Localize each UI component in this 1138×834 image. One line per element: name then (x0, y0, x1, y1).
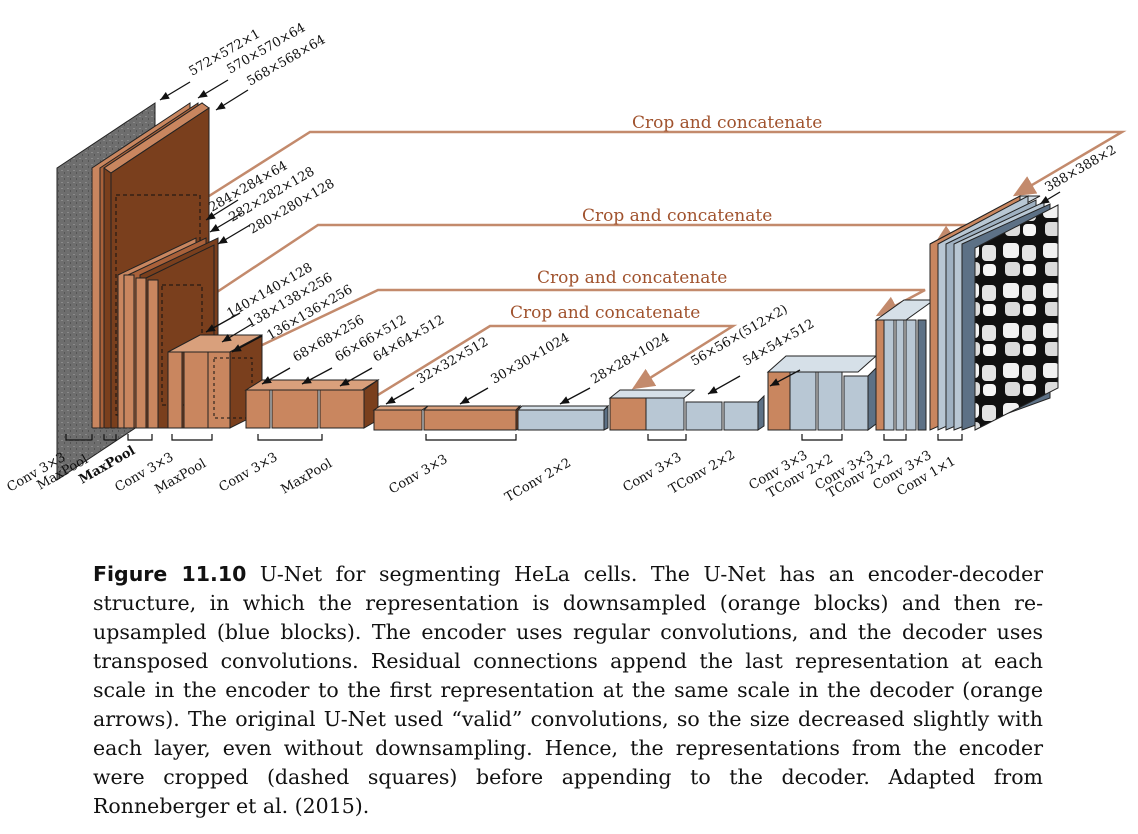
figure-number: Figure 11.10 (93, 562, 247, 586)
crop-label-1: Crop and concatenate (632, 113, 822, 133)
caption-text: U-Net for segmenting HeLa cells. The U-N… (93, 562, 1044, 818)
skip-arrow-1 (197, 130, 1127, 205)
op-label: TConv 2×2 (503, 456, 574, 506)
crop-label-3: Crop and concatenate (537, 268, 727, 288)
op-label: Conv 3×3 (387, 452, 451, 498)
op-label: MaxPool (279, 456, 335, 497)
operation-labels: Conv 3×3 MaxPool MaxPool Conv 3×3 MaxPoo… (5, 443, 959, 505)
decoder-level-3 (766, 355, 878, 431)
op-label: Conv 3×3 (217, 450, 281, 496)
bottleneck (372, 404, 610, 431)
unet-diagram: Crop and concatenate Crop and concatenat… (5, 20, 1127, 505)
shape-label: 32×32×512 (415, 335, 492, 388)
decoder-level-4 (608, 389, 765, 431)
encoder-level-4 (244, 379, 380, 429)
crop-label-2: Crop and concatenate (582, 206, 772, 226)
decoder-level-2 (874, 299, 936, 431)
skip-arrow-4 (372, 324, 738, 400)
dimension-arrows (159, 79, 1061, 405)
shape-label: 28×28×1024 (589, 330, 673, 387)
operation-brackets (65, 434, 963, 441)
shape-label: 388×388×2 (1043, 143, 1120, 196)
crop-label-4: Crop and concatenate (510, 303, 700, 323)
shape-label: 30×30×1024 (489, 330, 573, 387)
figure-caption: Figure 11.10 U-Net for segmenting HeLa c… (93, 560, 1043, 821)
output-segmentation (974, 204, 1059, 431)
